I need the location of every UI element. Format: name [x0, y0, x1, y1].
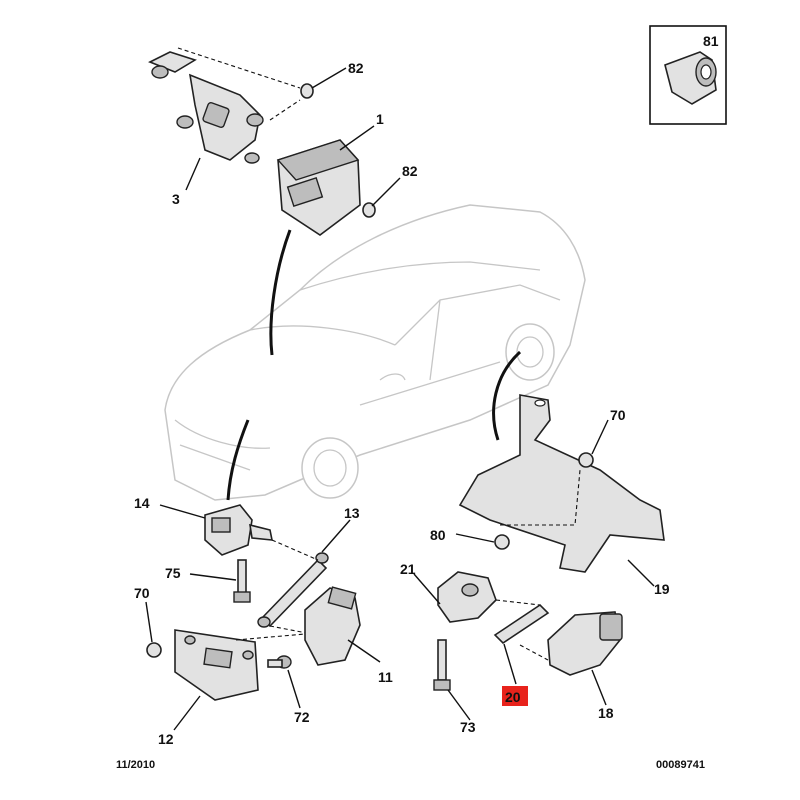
callout-20-highlight: 20 — [502, 686, 528, 706]
callout-75: 75 — [165, 565, 181, 581]
wire-module-to-front — [269, 229, 292, 356]
callout-12: 12 — [158, 731, 174, 747]
nut-80 — [494, 534, 510, 550]
footer-reference: 00089741 — [656, 759, 705, 771]
wire-rear-to-bracket — [492, 350, 522, 441]
wire-front-to-sensor — [226, 419, 250, 501]
part-20-rod — [493, 603, 550, 645]
part-12-bracket — [174, 629, 259, 701]
callout-80: 80 — [430, 527, 446, 543]
callout-70-right: 70 — [610, 407, 626, 423]
screw-73 — [433, 639, 451, 691]
inset-box-81 — [649, 25, 727, 125]
callout-82-lower: 82 — [402, 163, 418, 179]
nut-70-left — [146, 642, 162, 658]
part-13-link-rod — [257, 552, 329, 628]
part-3-bracket — [148, 51, 264, 164]
callout-72: 72 — [294, 709, 310, 725]
leader-lines — [145, 67, 655, 731]
footer-date: 11/2010 — [116, 759, 155, 771]
part-18-sensor — [547, 611, 623, 676]
callout-11: 11 — [378, 669, 393, 685]
part-1-module — [276, 139, 361, 236]
part-11-sensor — [304, 586, 361, 666]
part-19-rear-bracket — [458, 394, 665, 573]
callout-73: 73 — [460, 719, 476, 735]
callout-21: 21 — [400, 561, 416, 577]
callout-81: 81 — [703, 33, 719, 49]
car-illustration — [164, 204, 586, 501]
nut-82-lower — [362, 202, 376, 218]
nut-70-right — [578, 452, 594, 468]
nut-82-upper — [300, 83, 314, 99]
callout-82-upper: 82 — [348, 60, 364, 76]
callout-18: 18 — [598, 705, 614, 721]
callout-19: 19 — [654, 581, 670, 597]
screw-72 — [267, 655, 292, 669]
callout-1: 1 — [376, 111, 384, 127]
callout-13: 13 — [344, 505, 360, 521]
part-21-mount — [437, 571, 497, 623]
screw-75 — [233, 559, 251, 603]
callout-3: 3 — [172, 191, 180, 207]
callout-14: 14 — [134, 495, 150, 511]
callout-20: 20 — [505, 689, 521, 705]
callout-70-left: 70 — [134, 585, 150, 601]
part-14-front-sensor — [204, 504, 273, 556]
